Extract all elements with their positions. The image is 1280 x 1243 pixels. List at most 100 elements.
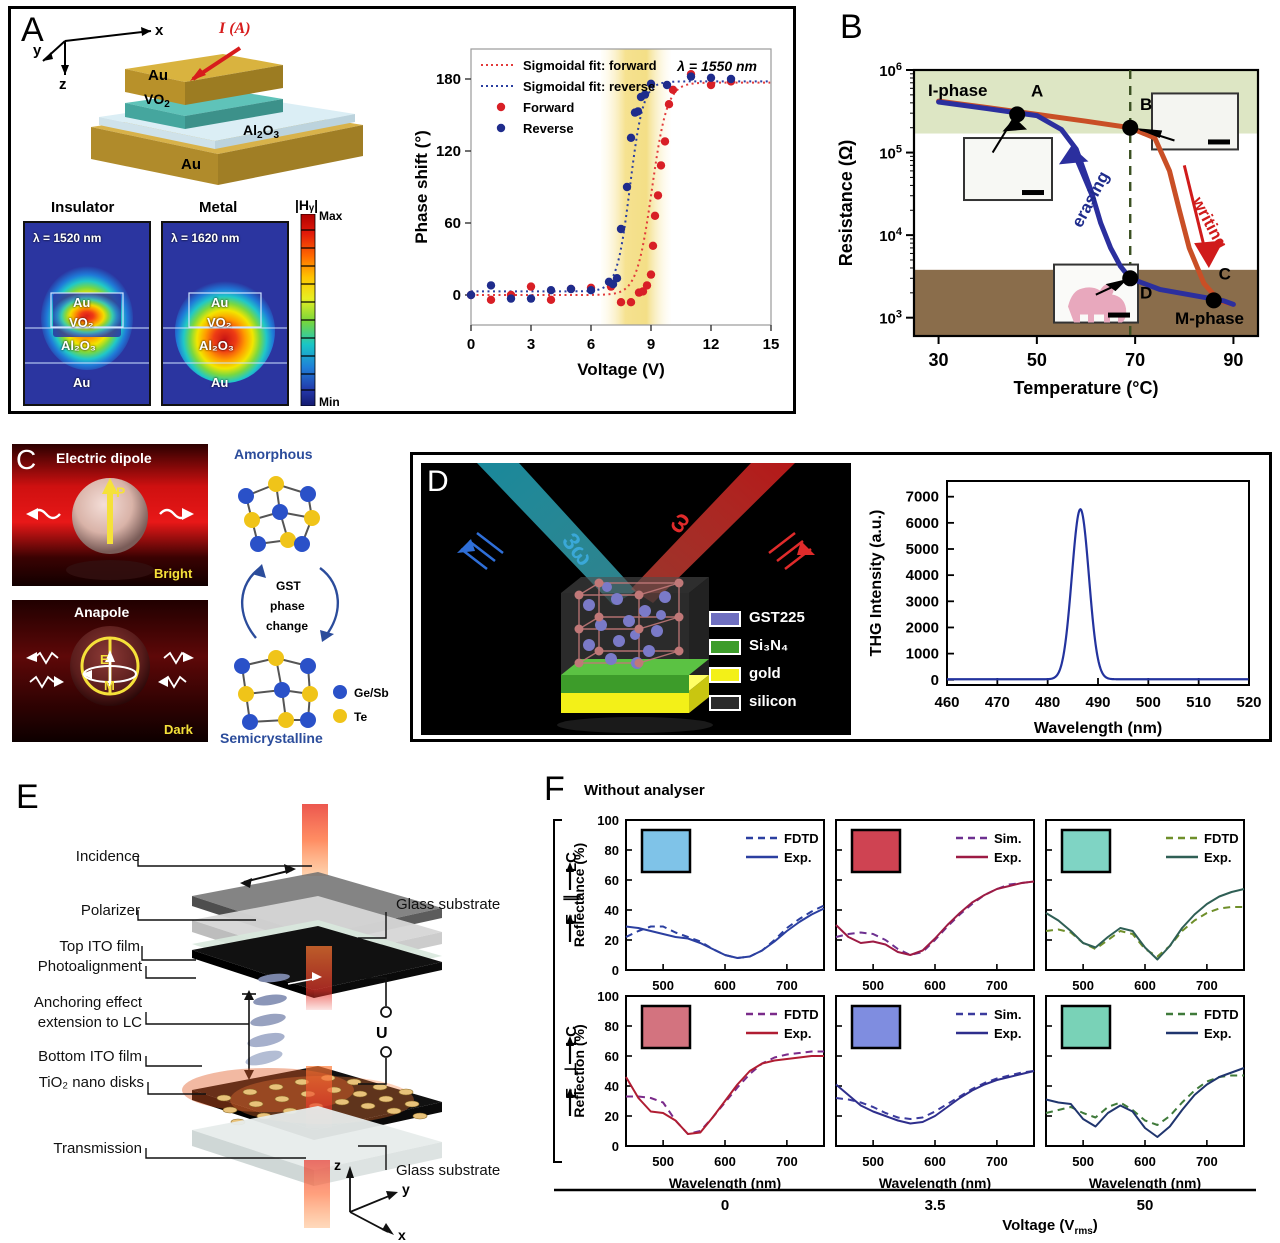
gst-cycle-line1: GST <box>276 579 301 593</box>
x-tick: 50 <box>1027 350 1047 370</box>
y-tick: 7000 <box>906 489 939 506</box>
data-point <box>650 211 660 220</box>
label-glass-substrate-top: Glass substrate <box>396 896 501 913</box>
svg-text:Au: Au <box>181 156 201 173</box>
x-tick: 500 <box>652 1154 674 1169</box>
panel-e-label: E <box>16 778 39 816</box>
data-point <box>546 295 556 304</box>
x-tick: 500 <box>862 978 884 993</box>
y-tick: 40 <box>605 903 619 918</box>
legend-entry: Sigmoidal fit: forward <box>523 58 657 73</box>
legend-swatch-si3n4 <box>709 639 741 655</box>
voltage-tick: 0 <box>721 1197 729 1214</box>
panel-e: E <box>6 760 552 1240</box>
data-point <box>612 274 622 283</box>
gst-cycle-line3: change <box>266 619 308 633</box>
data-point <box>656 161 666 170</box>
legend-entry: Exp. <box>1204 850 1231 865</box>
electric-dipole-title: Electric dipole <box>56 450 152 466</box>
heatmap-label-au-top-1: Au <box>73 295 91 310</box>
legend-label-gst225: GST225 <box>749 609 805 626</box>
heatmap-label-au-top-2: Au <box>211 295 229 310</box>
x-tick: 90 <box>1223 350 1243 370</box>
data-point <box>616 298 626 307</box>
sample-photo-swatch <box>1060 1004 1112 1050</box>
panel-a: A x y z I (A) Au VO2 Al2O3 Au <box>8 6 796 414</box>
y-tick: 20 <box>605 1109 619 1124</box>
x-tick: 9 <box>647 336 655 353</box>
x-axis-label: Wavelength (nm) <box>879 1175 991 1191</box>
legend-entry: Exp. <box>994 850 1021 865</box>
phase-marker <box>1009 106 1026 123</box>
data-point <box>626 298 636 307</box>
y-tick: 20 <box>605 933 619 948</box>
heatmap-metal-field <box>163 223 287 404</box>
data-point <box>626 133 636 142</box>
heatmap-title-insulator: Insulator <box>51 199 115 216</box>
label-bottom-ito-film: Bottom ITO film <box>38 1048 142 1065</box>
heatmap-title-metal: Metal <box>199 199 238 216</box>
m-symbol: M <box>104 678 115 693</box>
spectrum-curve <box>625 1055 824 1135</box>
spectrum-curve <box>625 907 825 959</box>
sample-photo-swatch <box>1060 828 1112 874</box>
y-tick: 103 <box>879 309 902 328</box>
fit-curve <box>471 81 771 296</box>
x-tick: 70 <box>1125 350 1145 370</box>
y-axis-label: Phase shift (°) <box>412 130 431 244</box>
legend-entry: Sim. <box>994 1007 1021 1022</box>
x-axis-label: Wavelength (nm) <box>1034 720 1162 737</box>
x-tick: 520 <box>1236 694 1261 711</box>
y-tick: 5000 <box>906 541 939 558</box>
data-point <box>526 294 536 303</box>
x-axis-label: Voltage (V) <box>577 360 665 379</box>
row-label-relation: ⊥ <box>563 1062 580 1076</box>
x-tick: 470 <box>985 694 1010 711</box>
legend-entry: Forward <box>523 100 574 115</box>
semicrystalline-label: Semicrystalline <box>220 730 323 746</box>
y-tick: 106 <box>879 61 902 80</box>
e-symbol: E <box>100 652 109 667</box>
microscope-inset <box>963 137 1053 202</box>
svg-text:y: y <box>33 42 42 59</box>
heatmap-label-vo2-2: VO₂ <box>207 315 232 330</box>
x-tick: 480 <box>1035 694 1060 711</box>
data-point <box>616 224 626 234</box>
panel-c-label: C <box>16 444 37 475</box>
data-point <box>662 80 672 90</box>
label-photoalignment: Photoalignment <box>37 958 142 975</box>
x-tick: 700 <box>986 1154 1008 1169</box>
legend-entry: Exp. <box>1204 1026 1231 1041</box>
panel-f-header: Without analyser <box>584 782 705 799</box>
x-tick: 500 <box>652 978 674 993</box>
y-axis-label: Reflectance (%) <box>571 843 587 947</box>
dark-label: Dark <box>164 722 193 737</box>
legend-entry: Exp. <box>784 850 811 865</box>
heatmap-insulator: λ = 1520 nm Au VO₂ Al₂O₃ Au <box>23 221 151 406</box>
x-tick: 600 <box>1134 1154 1156 1169</box>
data-point <box>642 281 652 290</box>
data-point <box>706 80 716 90</box>
y-tick: 60 <box>444 215 461 232</box>
heatmap-insulator-field <box>25 223 149 404</box>
phase-marker <box>1122 119 1139 136</box>
legend-entry: Exp. <box>784 1026 811 1041</box>
x-tick: 600 <box>714 978 736 993</box>
x-tick: 6 <box>587 336 595 353</box>
data-point <box>660 137 670 146</box>
y-tick: 0 <box>453 287 461 304</box>
sample-photo-swatch <box>850 1004 902 1050</box>
x-tick: 600 <box>1134 978 1156 993</box>
data-point <box>566 284 576 294</box>
sample-photo-swatch <box>640 1004 692 1050</box>
legend-entry: Sigmoidal fit: reverse <box>523 79 655 94</box>
label-extension-to-lc: extension to LC <box>37 1014 142 1031</box>
y-tick: 80 <box>605 1019 619 1034</box>
data-point <box>664 100 674 109</box>
colorbar <box>300 214 316 406</box>
colorbar-title: |Hᵧ| <box>295 197 319 213</box>
y-tick: 2000 <box>906 619 939 636</box>
